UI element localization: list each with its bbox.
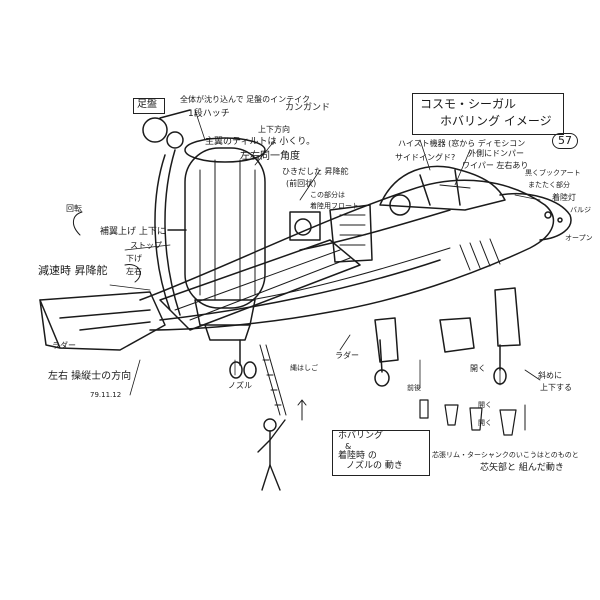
cockpit-canopy: [379, 165, 506, 216]
bottom-date: 79.11.12: [90, 391, 122, 399]
landing-gear: [229, 339, 507, 387]
left-engine-nacelle: [184, 137, 266, 341]
gear-d: 上下する: [540, 383, 572, 392]
left-b: 補翼上げ 上下に: [100, 227, 166, 237]
right-nozzles: [374, 287, 521, 363]
nozzle-label: ノズル: [228, 381, 252, 390]
motion-arrows: [73, 211, 526, 431]
bottom-note-1: ホバリング: [338, 431, 384, 441]
right-b: 外側にドンパー: [468, 149, 524, 158]
right-i: オープン: [565, 234, 593, 242]
window-row: [459, 238, 501, 271]
middle-b: (前回状): [286, 179, 317, 188]
middle-d: 着陸用フロート: [310, 202, 359, 210]
gear-f: 開く: [478, 419, 492, 427]
nose-section: [499, 193, 572, 241]
bottom-note-5: 芯張リム・ターシャンクのいこうはとのものと: [432, 451, 579, 459]
right-a: ハイスト機器 (窓から ディモシコン: [398, 139, 526, 148]
right-d: ワイパー 左右あり: [462, 161, 529, 170]
top-label-box: [133, 98, 165, 114]
title-line-1: コスモ・シーガル: [420, 97, 517, 111]
middle-c: この部分は: [310, 191, 345, 199]
left-f: 左右: [126, 267, 142, 276]
bottom-note-6: 芯矢部と 組んだ動き: [480, 463, 564, 473]
left-g: ラダー: [52, 341, 76, 350]
gear-a: 前後: [407, 384, 421, 392]
bottom-left: 左右 操縦士の方向: [48, 371, 132, 382]
title-box: [412, 93, 564, 135]
engine-fan-detail: [289, 204, 373, 263]
gear-e: 開く: [478, 401, 492, 409]
right-f: またたく部分: [528, 181, 570, 189]
left-d: 減速時 昇降舵: [38, 264, 108, 277]
right-g: 着陸灯: [552, 193, 576, 202]
gear-b: 開く: [470, 364, 486, 373]
rope-ladder: [259, 344, 287, 416]
upper-c: 左右同一角度: [240, 151, 300, 162]
rope-label: 縄はしご: [290, 364, 318, 372]
nozzle-study: [419, 399, 517, 436]
rudder-label: ラダー: [335, 351, 359, 360]
middle-a: ひきだした 昇降舵: [282, 167, 349, 176]
right-h: バルジ: [570, 206, 591, 214]
top-sensor-detail: [142, 109, 191, 149]
bottom-note-4: ノズルの 動き: [346, 461, 403, 471]
upper-a: 上下方向: [258, 125, 290, 134]
right-e: 黒くブックアート: [525, 169, 581, 177]
top-note-b: 1段ハッチ: [188, 109, 230, 119]
page-number: 57: [552, 133, 578, 149]
bottom-note-box: [332, 430, 430, 476]
leader-lines: [109, 109, 541, 396]
top-note-a: 全体が沈り込んで 足盤のインテイク: [180, 95, 310, 104]
bottom-note-2: &: [345, 442, 352, 451]
pilot-figure: [257, 418, 286, 491]
title-line-2: ホバリング イメージ: [440, 114, 552, 128]
gear-c: 斜めに: [538, 371, 562, 380]
upper-b: 主翼のティルトは 小くり。: [205, 137, 316, 147]
tail-stabilizer: [39, 291, 166, 351]
bottom-note-3: 着陸時 の: [338, 451, 377, 461]
left-a: 回転: [66, 204, 82, 213]
top-note-c: カンガンド: [285, 103, 331, 113]
right-c: サイドイングド?: [395, 153, 456, 162]
top-label: 足盤: [137, 99, 157, 110]
left-c: ストップ: [130, 241, 162, 250]
left-e: 下げ: [126, 254, 142, 263]
main-wing: [159, 239, 361, 331]
